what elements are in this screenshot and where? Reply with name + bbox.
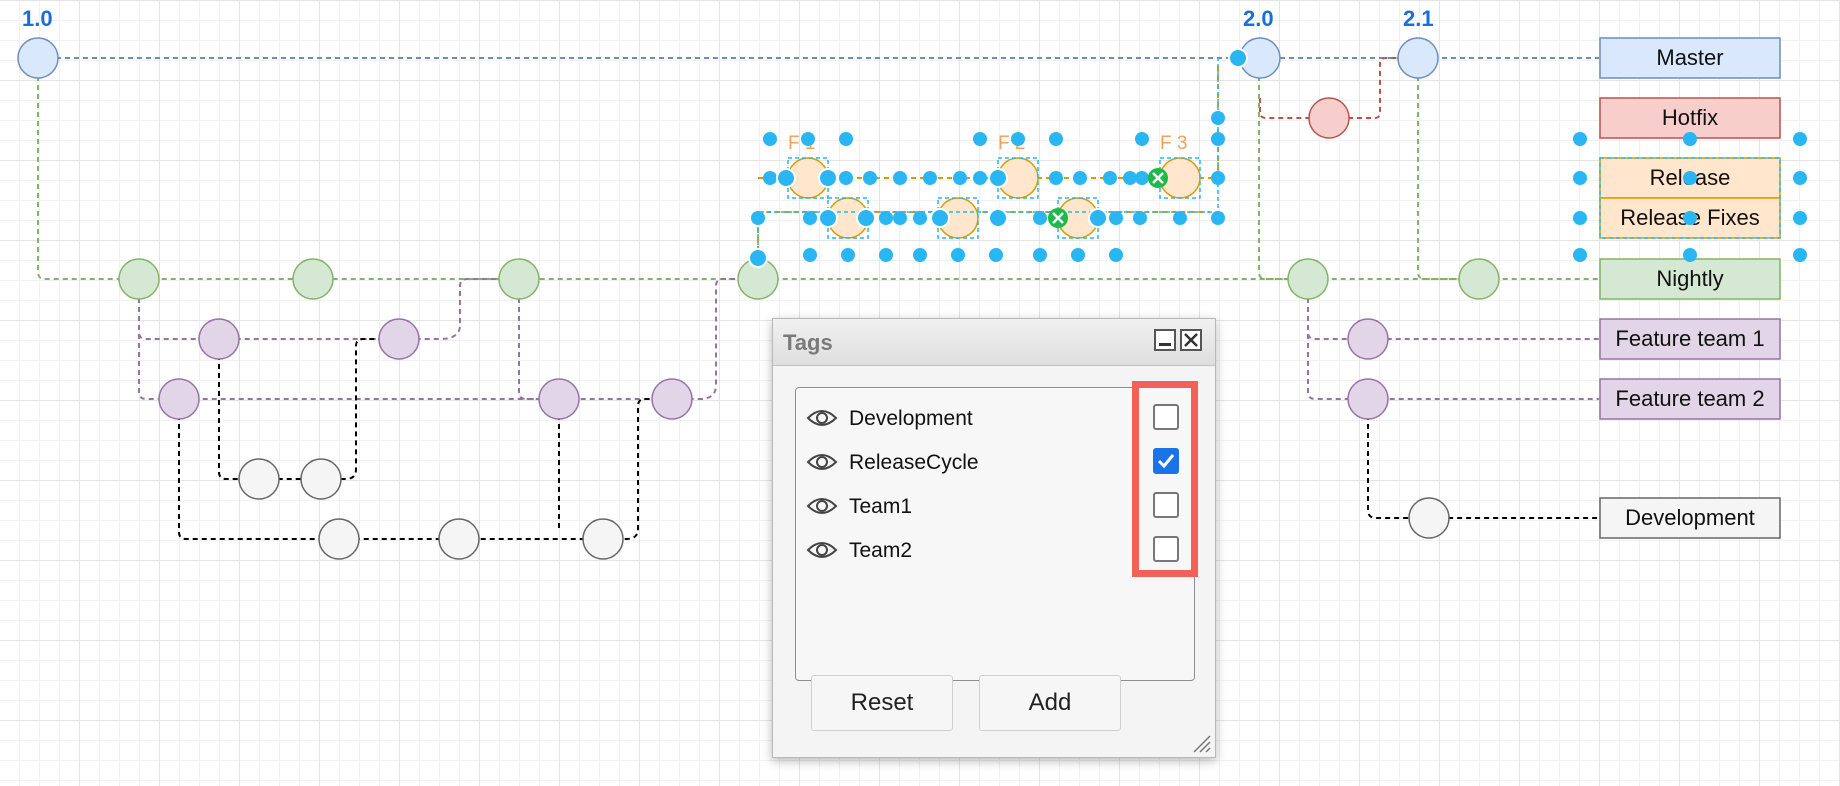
feature-right-edge [1307,298,1599,400]
tag-checkbox-releasecycle[interactable] [1153,448,1179,474]
nightly-from-2.1 [1417,76,1460,280]
dev-edge-right [1367,415,1599,519]
commit-nodes[interactable] [17,37,1500,560]
tag-list: Development ReleaseCycle Team1 Team2 [795,387,1195,681]
tag-label: Team2 [849,539,913,562]
branch-box-master [1599,37,1781,79]
version-labels: 1.0 2.0 2.1 [22,6,1434,31]
nightly-commit [1458,258,1500,300]
dev-commit [582,518,624,560]
tag-label: ReleaseCycle [849,451,979,474]
tag-label: Development [849,407,973,430]
tag-row-releasecycle: ReleaseCycle [796,444,1192,484]
nightly-commit [118,258,160,300]
feature1-commit [198,318,240,360]
eye-icon[interactable] [806,406,838,430]
close-icon[interactable] [1180,329,1202,351]
nightly-edge [37,76,1599,280]
eye-icon[interactable] [806,494,838,518]
reset-button[interactable]: Reset [811,675,953,731]
release-edge [757,66,1219,260]
feature2-commit [538,378,580,420]
dialog-title: Tags [783,330,833,355]
dev-commit [1408,497,1450,539]
dev-commit [238,458,280,500]
tag-checkbox-team1[interactable] [1153,492,1179,518]
tag-row-development: Development [796,400,1192,440]
branch-label-nightly: Nightly [1656,266,1723,291]
nightly-commit [1287,258,1329,300]
branch-label-master: Master [1656,45,1723,70]
feature1-edge [138,278,500,340]
hotfix-edge [1259,57,1399,119]
branch-label-feature-team-2: Feature team 2 [1615,386,1764,411]
minimize-icon[interactable] [1154,329,1176,351]
branch-box-nightly [1599,258,1781,300]
version-label-1.0: 1.0 [22,6,53,31]
add-button[interactable]: Add [979,675,1121,731]
resize-grip-icon[interactable] [1190,732,1212,754]
branch-labels[interactable]: Master Hotfix Release Release Fixes Nigh… [1599,37,1781,539]
selection-handles[interactable] [751,111,1807,262]
dev-commit [318,518,360,560]
version-label-2.0: 2.0 [1243,6,1274,31]
feature2-commit [651,378,693,420]
dialog-titlebar[interactable]: Tags [773,319,1215,366]
master-commit-2.1 [1397,37,1439,79]
branch-label-development: Development [1625,505,1755,530]
branch-box-feature-team-1 [1599,318,1781,360]
waypoint-handles[interactable] [748,48,1248,268]
master-commit-1.0 [17,37,59,79]
version-label-2.1: 2.1 [1403,6,1434,31]
terminal-markers[interactable] [1048,168,1168,228]
feature-label-3: F 3 [1160,133,1187,154]
dev-commit [438,518,480,560]
branch-label-feature-team-1: Feature team 1 [1615,326,1764,351]
feature1-commit [378,318,420,360]
checkmark-icon [1157,454,1175,469]
branch-box-hotfix [1599,97,1781,139]
dev-edge-1 [218,338,380,480]
feature2-commit [1347,378,1389,420]
nightly-commit [498,258,540,300]
nightly-commit [292,258,334,300]
tag-label: Team1 [849,495,913,518]
tags-dialog[interactable]: Tags Development ReleaseCycle Team1 Team… [772,318,1216,758]
branch-label-hotfix: Hotfix [1662,105,1718,130]
tag-row-team1: Team1 [796,488,1192,528]
feature2-edge [138,278,738,400]
hotfix-commit [1308,97,1350,139]
feature1-commit [1347,318,1389,360]
tag-checkbox-development[interactable] [1153,404,1179,430]
eye-icon[interactable] [806,450,838,474]
eye-icon[interactable] [806,538,838,562]
feature2-commit [158,378,200,420]
dev-edge-2 [178,398,655,540]
branch-box-development [1599,497,1781,539]
tag-row-team2: Team2 [796,532,1192,572]
nightly-from-2.0 [1258,76,1290,280]
branch-box-feature-team-2 [1599,378,1781,420]
dev-commit [300,458,342,500]
tag-checkbox-team2[interactable] [1153,536,1179,562]
